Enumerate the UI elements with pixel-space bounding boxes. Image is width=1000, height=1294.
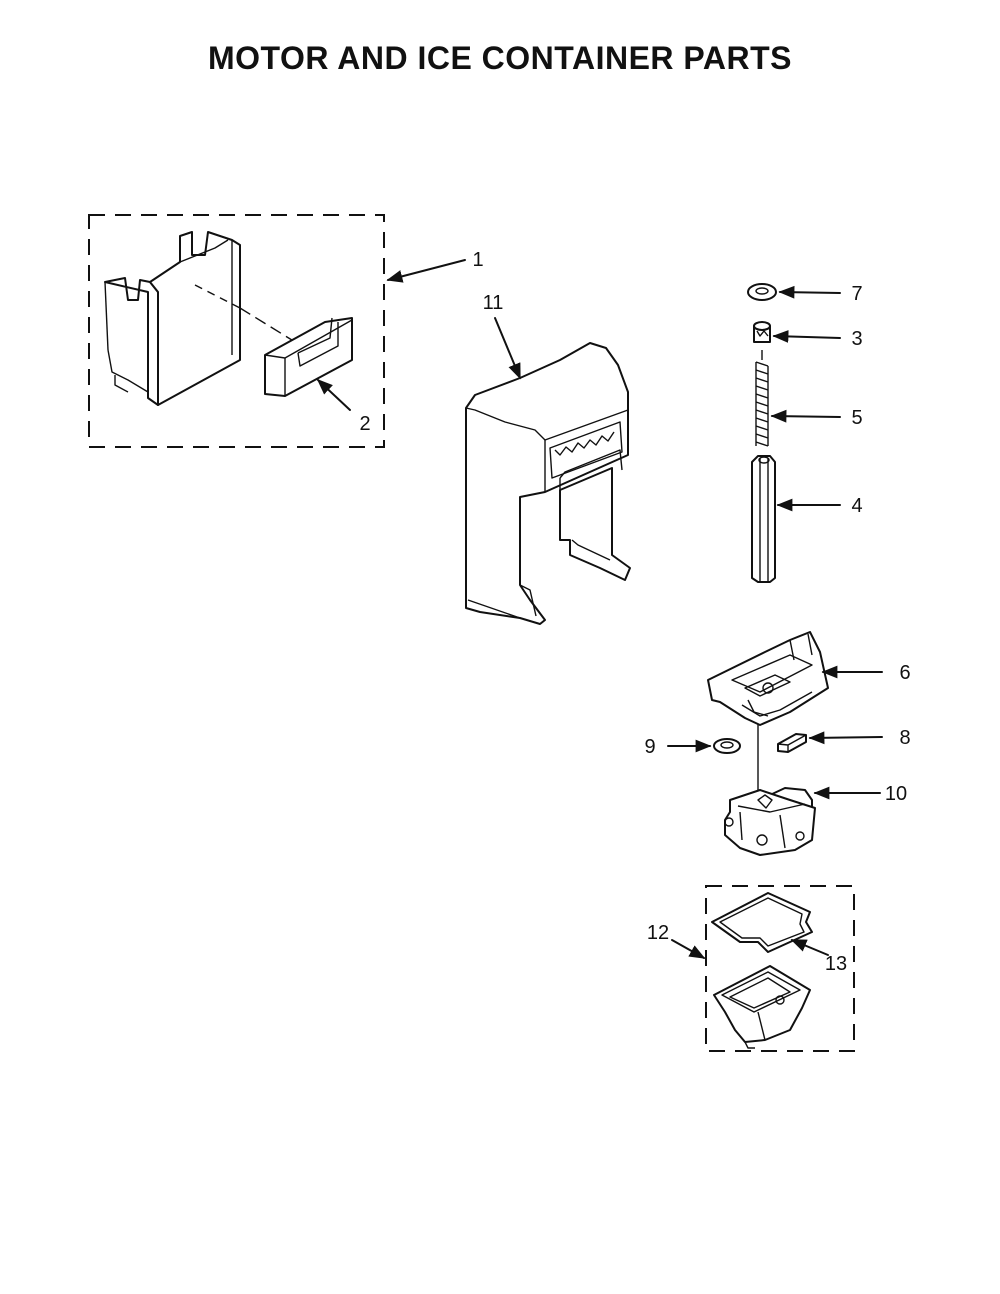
leader-8 (808, 731, 883, 745)
callout-11: 11 (483, 292, 504, 314)
page-title: MOTOR AND ICE CONTAINER PARTS (208, 40, 792, 76)
leader-11 (494, 317, 521, 380)
motor-cover-part[interactable] (713, 965, 811, 1049)
leader-7 (778, 285, 841, 299)
drive-shaft-part[interactable] (751, 455, 776, 583)
callout-5: 5 (851, 407, 862, 429)
leader-2 (316, 378, 351, 411)
dispenser-housing-part[interactable] (465, 342, 631, 625)
gasket-part[interactable] (711, 892, 813, 953)
coupler-part[interactable] (753, 321, 771, 343)
motor-part[interactable] (724, 787, 816, 856)
leader-3 (772, 330, 841, 343)
callout-10: 10 (885, 783, 907, 805)
part-1-group-box (88, 214, 385, 448)
leader-1 (386, 259, 466, 283)
chute-bracket-part[interactable] (264, 317, 353, 397)
callout-1: 1 (472, 249, 483, 271)
leader-13 (790, 939, 829, 956)
motor-mount-part[interactable] (707, 631, 829, 726)
callout-8: 8 (899, 727, 910, 749)
pad-part[interactable] (777, 733, 807, 753)
leader-5 (770, 409, 841, 423)
callout-7: 7 (851, 283, 862, 305)
callout-3: 3 (851, 328, 862, 350)
retainer-ring-part[interactable] (747, 283, 777, 301)
ice-chute-part[interactable] (104, 231, 301, 406)
callout-6: 6 (899, 662, 910, 684)
callout-4: 4 (851, 495, 862, 517)
callout-2: 2 (359, 413, 370, 435)
washer-part[interactable] (713, 738, 741, 754)
spring-part[interactable] (755, 350, 769, 447)
callout-13: 13 (825, 953, 847, 975)
leader-12 (671, 939, 706, 959)
callout-9: 9 (644, 736, 655, 758)
callout-12: 12 (647, 922, 669, 944)
